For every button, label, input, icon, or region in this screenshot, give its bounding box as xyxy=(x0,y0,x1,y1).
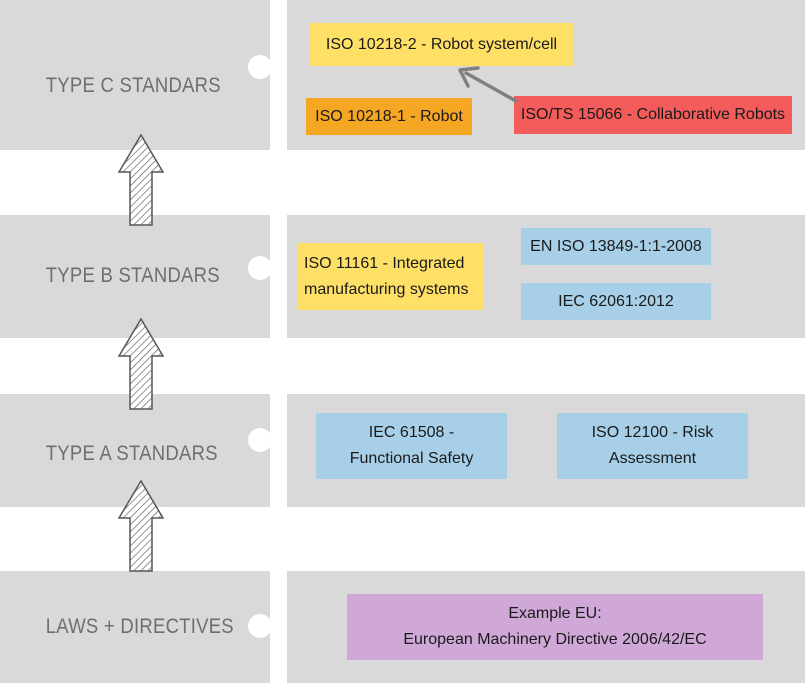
box-iso-10218-2-text: ISO 10218-2 - Robot system/cell xyxy=(325,35,558,53)
box-iso-12100-line1: ISO 12100 - Risk xyxy=(591,424,714,442)
box-iec-62061: IEC 62061:2012 xyxy=(521,283,711,320)
box-eu-directive-line2: European Machinery Directive 2006/42/EC xyxy=(403,631,707,648)
box-eu-directive-line1: Example EU: xyxy=(508,605,602,623)
timeline-dot-a xyxy=(248,428,272,452)
timeline-divider xyxy=(270,0,287,687)
level-label-type-b: TYPE B STANDARS xyxy=(45,264,220,287)
box-iso-12100-line2: Assessment xyxy=(608,450,697,467)
level-label-type-a: TYPE A STANDARS xyxy=(45,442,218,465)
box-iso-10218-1: ISO 10218-1 - Robot xyxy=(306,98,472,135)
box-iso-12100: ISO 12100 - Risk Assessment xyxy=(557,413,748,479)
timeline-dot-b xyxy=(248,256,272,280)
box-iso-ts-15066-text: ISO/TS 15066 - Collaborative Robots xyxy=(520,106,786,124)
box-iec-61508: IEC 61508 - Functional Safety xyxy=(316,413,507,479)
hatched-up-arrow-icon xyxy=(118,318,164,410)
band-type-a-left xyxy=(0,394,270,507)
band-type-b-left xyxy=(0,215,270,338)
level-label-laws: LAWS + DIRECTIVES xyxy=(45,615,234,638)
band-laws-left xyxy=(0,571,270,683)
box-en-iso-13849: EN ISO 13849-1:1-2008 xyxy=(521,228,711,265)
hatched-up-arrow-icon xyxy=(118,134,164,226)
box-iec-61508-line2: Functional Safety xyxy=(349,450,474,467)
box-iso-10218-2: ISO 10218-2 - Robot system/cell xyxy=(310,23,573,66)
box-iso-ts-15066: ISO/TS 15066 - Collaborative Robots xyxy=(514,96,792,134)
hatched-up-arrow-icon xyxy=(118,480,164,572)
box-en-iso-13849-text: EN ISO 13849-1:1-2008 xyxy=(530,237,702,255)
box-iec-61508-line1: IEC 61508 - xyxy=(368,424,455,442)
band-type-c-left xyxy=(0,0,270,150)
timeline-dot-c xyxy=(248,55,272,79)
box-iso-11161: ISO 11161 - Integrated manufacturing sys… xyxy=(298,243,484,310)
box-eu-directive: Example EU: European Machinery Directive… xyxy=(347,594,763,660)
box-iso-11161-line1: ISO 11161 - Integrated xyxy=(304,254,465,272)
box-iso-11161-line2: manufacturing systems xyxy=(304,280,469,298)
box-iec-62061-text: IEC 62061:2012 xyxy=(558,292,674,310)
timeline-dot-laws xyxy=(248,614,272,638)
box-iso-10218-1-text: ISO 10218-1 - Robot xyxy=(315,107,463,125)
level-label-type-c: TYPE C STANDARS xyxy=(45,74,221,97)
